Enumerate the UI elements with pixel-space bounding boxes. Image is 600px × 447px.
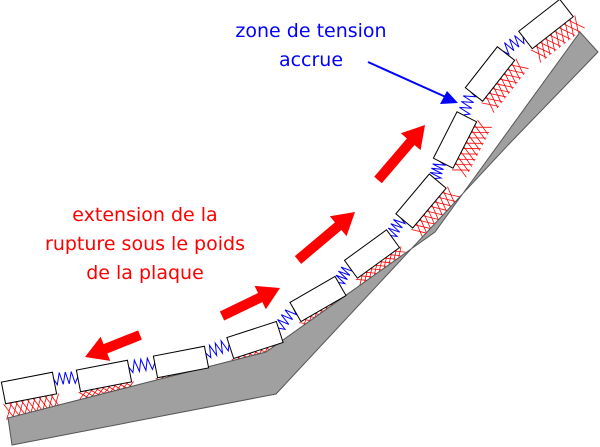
hatch-line (497, 82, 506, 99)
hatch-line (378, 260, 383, 272)
rock-block (395, 173, 447, 229)
hatch-line (466, 141, 478, 157)
hatch-line (489, 91, 499, 109)
hatch-line (388, 253, 392, 264)
hatch-line (383, 256, 387, 268)
spring (502, 35, 525, 56)
hatch-line (569, 19, 575, 37)
rock-block (75, 359, 133, 393)
hatch-line (463, 146, 475, 162)
spring (277, 308, 298, 331)
hatch-line (508, 67, 517, 85)
hatch-line (369, 267, 373, 279)
hatch-line (91, 388, 99, 397)
hatch-line (471, 130, 484, 146)
rock-block (343, 229, 401, 279)
tension-label-line: zone de tension (235, 20, 387, 42)
hatch-line (536, 44, 541, 63)
movement-arrow (219, 285, 280, 321)
hatch-line (469, 135, 481, 151)
hatch-line (511, 63, 521, 80)
rock-block (464, 46, 516, 102)
fracture-hatching (3, 15, 585, 420)
spring (128, 356, 156, 374)
hatch-line (12, 401, 18, 419)
hatch-line (393, 249, 397, 261)
hatch-line (439, 195, 448, 213)
hatch-line (79, 390, 87, 400)
rupture-label-line: de la plaque (86, 262, 204, 284)
spring (53, 371, 79, 387)
rupture-label-line: rupture sous le poids (45, 233, 245, 255)
hatch-line (515, 58, 524, 76)
hatch-line (443, 191, 452, 208)
hatch-line (493, 86, 502, 104)
rock-block (226, 320, 284, 360)
hatch-line (455, 162, 467, 178)
hatch-line (374, 263, 378, 275)
hatch-line (564, 22, 570, 41)
rock-block (152, 345, 210, 379)
hatch-line (359, 274, 363, 286)
hatch-line (97, 386, 105, 396)
springs (53, 35, 525, 387)
movement-arrow (374, 125, 425, 184)
hatch-line (460, 151, 473, 167)
hatch-line (6, 402, 12, 420)
hatch-line (574, 15, 579, 34)
spring (387, 218, 407, 238)
hatch-line (435, 200, 444, 217)
hatch-line (447, 186, 455, 204)
rock-block (432, 111, 478, 169)
hatch-line (500, 77, 510, 94)
tension-label-line: accrue (278, 49, 344, 71)
arrows (85, 125, 425, 361)
hatch-line (541, 41, 546, 59)
spring (459, 91, 477, 116)
hatch-line (364, 271, 368, 282)
hatch-line (458, 157, 470, 173)
hatch-line (550, 33, 556, 52)
rock-block (289, 275, 347, 323)
hatch-line (504, 72, 513, 90)
movement-arrow (85, 330, 142, 361)
rupture-label-line: extension de la (72, 204, 218, 226)
hatch-line (398, 246, 402, 257)
spring (205, 338, 230, 359)
hatch-line (427, 209, 436, 227)
tension-arrow (367, 61, 458, 104)
hatch-line (555, 30, 560, 48)
movement-arrow (294, 212, 355, 264)
rupture-label: extension de la rupture sous le poids de… (40, 201, 250, 288)
blocks (0, 0, 574, 405)
bedrock-slab (7, 31, 599, 446)
hatch-line (431, 204, 440, 222)
hatch-line (474, 125, 486, 141)
hatch-line (485, 96, 495, 113)
rock-block (0, 371, 58, 405)
hatch-line (560, 26, 565, 45)
hatch-line (477, 119, 489, 135)
rock-block (518, 0, 574, 50)
spring (335, 265, 354, 285)
spring (429, 160, 447, 180)
hatch-line (85, 389, 93, 399)
tension-label: zone de tension accrue (200, 17, 422, 75)
hatch-line (546, 37, 551, 56)
